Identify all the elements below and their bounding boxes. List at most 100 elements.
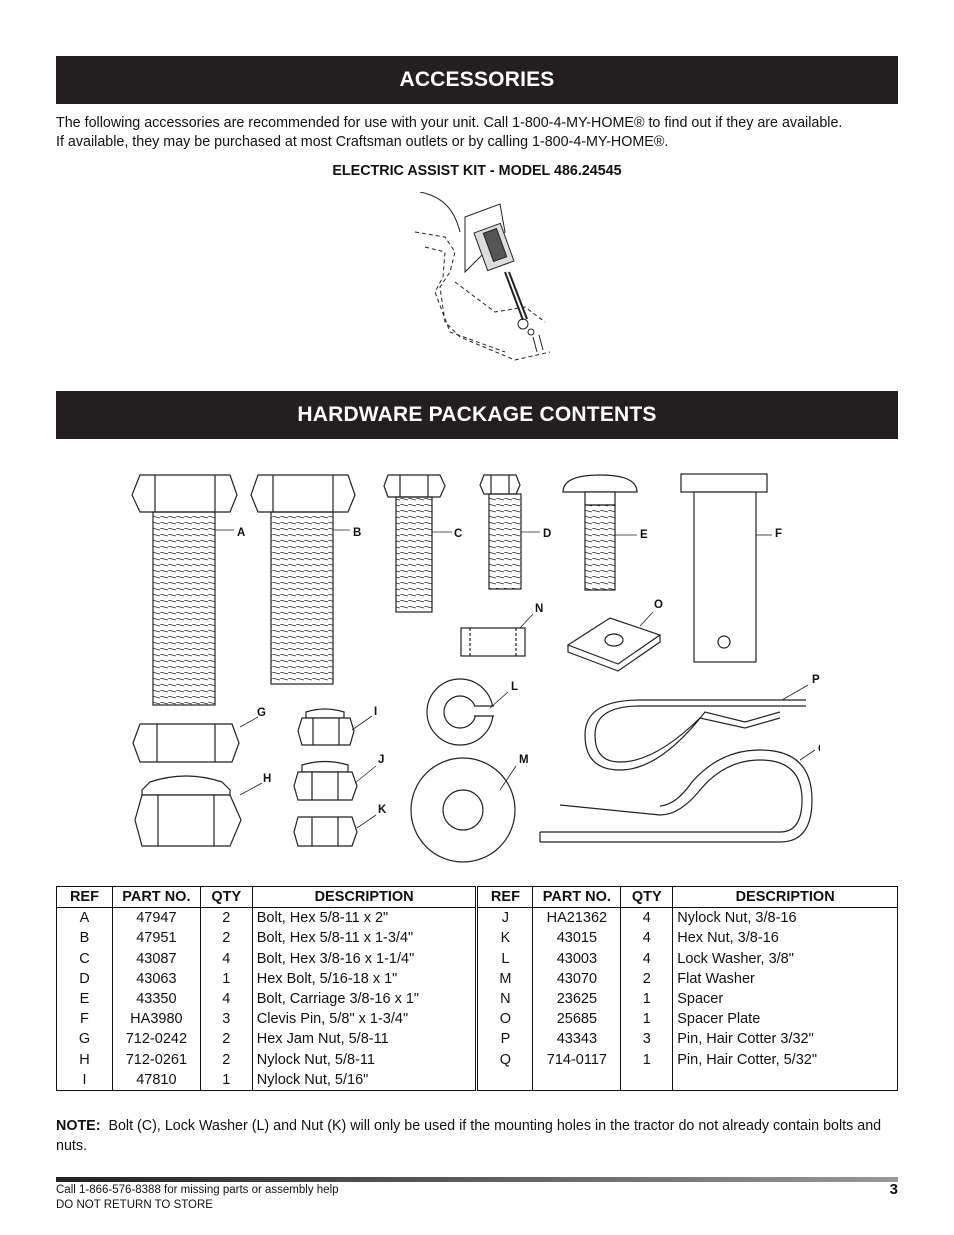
cell-description: Bolt, Hex 5/8-11 x 1-3/4" (251, 928, 478, 949)
table-header-row: REF PART NO. QTY DESCRIPTION REF PART NO… (56, 885, 898, 909)
cell-qty: 4 (620, 928, 674, 949)
cell-ref: F (56, 1009, 113, 1030)
cell-qty: 2 (199, 907, 253, 929)
nylock-nut-i (297, 708, 355, 746)
electric-assist-kit-illustration (414, 192, 551, 361)
hair-cotter-pin-q (539, 749, 813, 843)
cell-ref: J (475, 907, 534, 929)
accessories-intro: The following accessories are recommende… (56, 115, 843, 150)
bolt-a (131, 474, 238, 706)
header-ref: REF (56, 885, 113, 909)
label-f: F (775, 528, 782, 540)
cell-description: Lock Washer, 3/8" (672, 948, 898, 969)
cell-ref: E (56, 989, 113, 1010)
label-m: M (519, 754, 529, 766)
nylock-nut-j (293, 760, 358, 801)
page-number: 3 (889, 1181, 898, 1198)
cell-part-no: 712-0261 (111, 1049, 201, 1070)
cell-ref: I (56, 1069, 113, 1092)
cell-description: Spacer (672, 989, 898, 1010)
cell-ref: G (56, 1029, 113, 1050)
cell-qty: 1 (199, 1069, 253, 1092)
cell-qty: 1 (199, 968, 253, 990)
cell-description: Flat Washer (672, 968, 898, 990)
cell-qty: 4 (199, 989, 253, 1010)
label-i: I (374, 706, 377, 718)
cell-ref: A (56, 907, 113, 929)
header-qty: QTY (199, 885, 253, 909)
cell-part-no (532, 1069, 622, 1092)
cell-qty: 4 (620, 907, 674, 929)
cell-part-no: HA3980 (111, 1009, 201, 1030)
cell-description: Nylock Nut, 5/16" (251, 1069, 478, 1092)
label-j: J (378, 754, 384, 766)
accessories-heading: ACCESSORIES (56, 56, 898, 104)
label-h: H (263, 773, 271, 785)
header-ref: REF (475, 885, 534, 909)
cell-description: Nylock Nut, 5/8-11 (251, 1049, 478, 1070)
cell-qty: 2 (199, 928, 253, 949)
header-description: DESCRIPTION (251, 885, 478, 909)
note-label: NOTE: (56, 1118, 101, 1134)
header-description: DESCRIPTION (672, 885, 898, 909)
cell-ref: L (475, 948, 534, 969)
hardware-illustration: A B C D E F G H I J K L M N O P Q (131, 473, 820, 863)
cell-part-no: 43003 (532, 948, 622, 969)
header-part-no: PART NO. (532, 885, 622, 909)
cell-part-no: 23625 (532, 989, 622, 1010)
label-o: O (654, 599, 663, 611)
cell-part-no: 714-0117 (532, 1049, 622, 1070)
label-p: P (812, 674, 820, 686)
cell-description: Nylock Nut, 3/8-16 (672, 907, 898, 929)
carriage-bolt-e (562, 474, 638, 591)
spacer-plate-o (566, 617, 662, 672)
cell-qty: 2 (199, 1029, 253, 1050)
cell-description: Hex Jam Nut, 5/8-11 (251, 1029, 478, 1050)
cell-description: Clevis Pin, 5/8" x 1-3/4" (251, 1009, 478, 1030)
cell-part-no: 43343 (532, 1029, 622, 1050)
cell-ref: Q (475, 1049, 534, 1070)
cell-qty: 1 (620, 989, 674, 1010)
cell-ref: M (475, 968, 534, 990)
cell-qty: 4 (620, 948, 674, 969)
cell-qty: 1 (620, 1009, 674, 1030)
cell-part-no: 43070 (532, 968, 622, 990)
label-q: Q (818, 743, 820, 755)
hair-cotter-pin-p (584, 699, 806, 771)
flat-washer-m (410, 757, 516, 863)
cell-qty: 1 (620, 1049, 674, 1070)
cell-qty: 2 (199, 1049, 253, 1070)
hex-nut-k (293, 816, 358, 847)
lock-washer-l (426, 678, 496, 746)
cell-description: Hex Bolt, 5/16-18 x 1" (251, 968, 478, 990)
cell-ref (475, 1069, 534, 1092)
header-qty: QTY (620, 885, 674, 909)
footer-rule (56, 1177, 898, 1182)
cell-description: Bolt, Hex 5/8-11 x 2" (251, 907, 478, 929)
cell-qty: 3 (199, 1009, 253, 1030)
cell-ref: O (475, 1009, 534, 1030)
cell-part-no: 47947 (111, 907, 201, 929)
label-c: C (454, 528, 462, 540)
cell-part-no: 47951 (111, 928, 201, 949)
cell-part-no: HA21362 (532, 907, 622, 929)
cell-description: Pin, Hair Cotter, 5/32" (672, 1049, 898, 1070)
cell-qty (620, 1069, 674, 1092)
clevis-pin-f (680, 473, 768, 663)
cell-description: Pin, Hair Cotter 3/32" (672, 1029, 898, 1050)
cell-description: Spacer Plate (672, 1009, 898, 1030)
bolt-b (250, 474, 356, 685)
cell-part-no: 43350 (111, 989, 201, 1010)
bolt-d (479, 474, 522, 590)
cell-ref: C (56, 948, 113, 969)
cell-part-no: 43015 (532, 928, 622, 949)
cell-part-no: 43063 (111, 968, 201, 990)
cell-ref: H (56, 1049, 113, 1070)
kit-title: ELECTRIC ASSIST KIT - MODEL 486.24545 (332, 163, 622, 179)
label-l: L (511, 681, 518, 693)
